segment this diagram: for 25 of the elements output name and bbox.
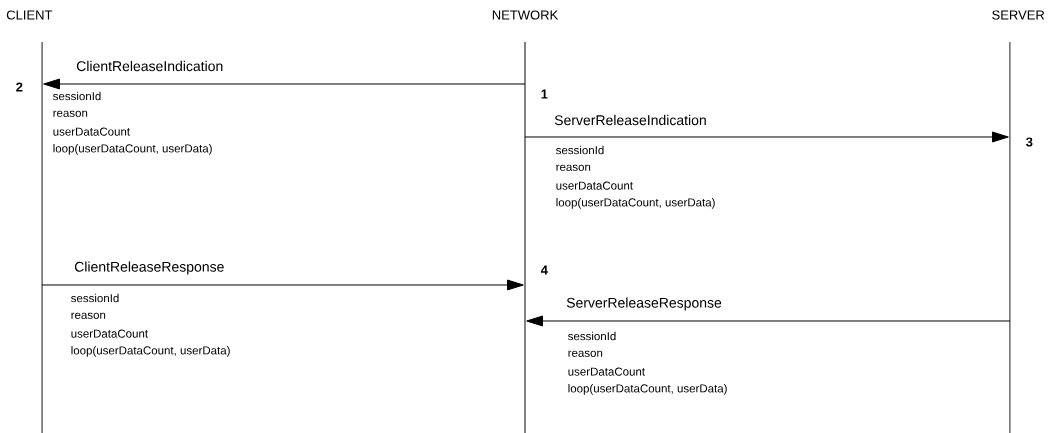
parameter: sessionId xyxy=(71,293,119,303)
parameter: reason xyxy=(556,164,591,171)
parameter: loop(userDataCount, userData) xyxy=(71,346,230,357)
arrow xyxy=(526,315,1011,327)
parameter: sessionId xyxy=(53,91,101,101)
step-number: 3 xyxy=(1026,137,1033,147)
step-number: 1 xyxy=(541,89,548,99)
lifeline-heading: CLIENT xyxy=(6,10,53,20)
step-number: 4 xyxy=(540,265,548,275)
step-number: 2 xyxy=(16,82,23,92)
arrow xyxy=(43,78,526,90)
arrow xyxy=(524,131,1009,143)
parameter: sessionId xyxy=(568,331,616,341)
message-name: ServerReleaseIndication xyxy=(554,114,706,126)
message-name: ClientReleaseIndication xyxy=(76,60,223,72)
message-name: ClientReleaseResponse xyxy=(74,261,224,275)
message-name: ServerReleaseResponse xyxy=(566,297,722,311)
parameter: reason xyxy=(71,312,106,319)
arrow xyxy=(41,279,524,291)
parameter: userDataCount xyxy=(71,329,148,338)
parameter: sessionId xyxy=(556,145,604,155)
lifeline-heading: SERVER xyxy=(992,10,1045,20)
lifeline-heading: NETWORK xyxy=(492,10,559,20)
parameter: userDataCount xyxy=(556,181,633,190)
parameter: loop(userDataCount, userData) xyxy=(556,198,715,209)
